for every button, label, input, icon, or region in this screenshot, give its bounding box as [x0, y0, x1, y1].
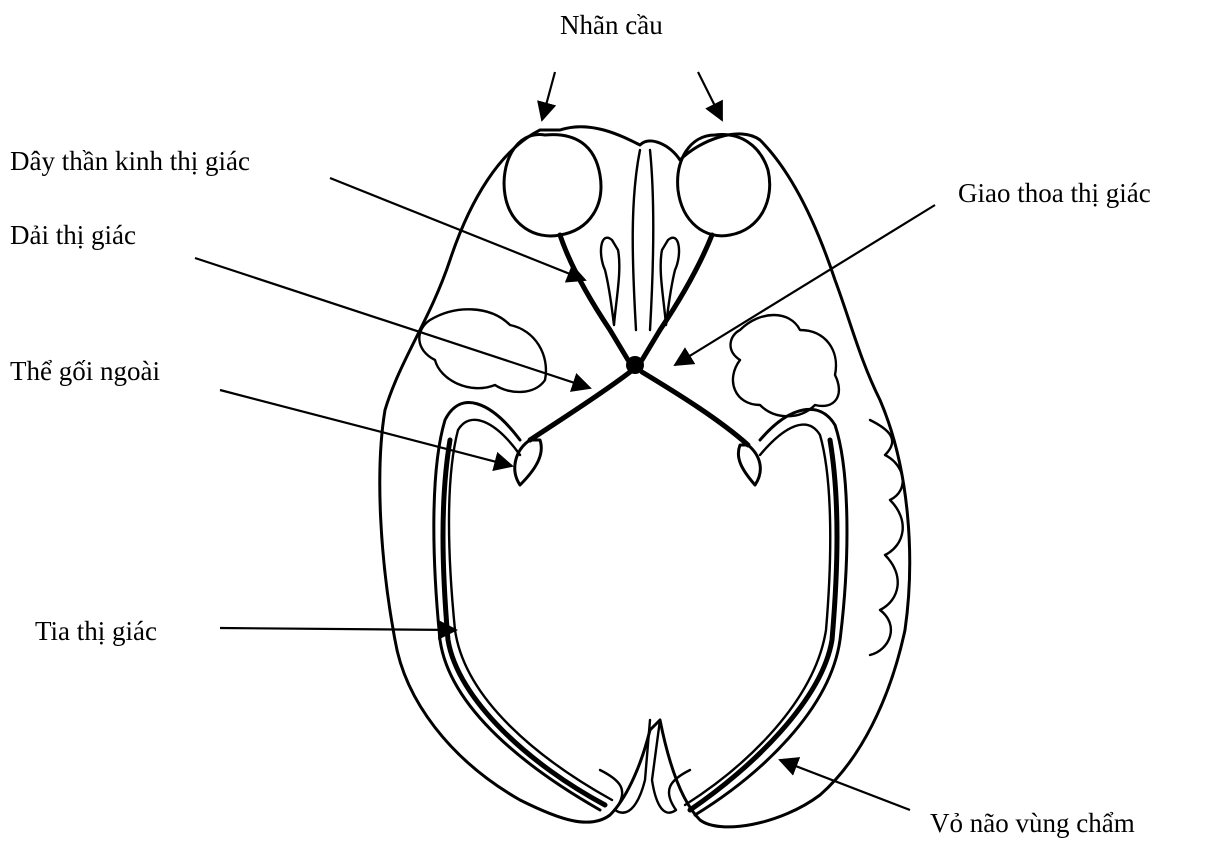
- optic-chiasm-leader: [675, 205, 935, 365]
- frontal-midline: [633, 150, 654, 330]
- lateral-geniculate-label: Thể gối ngoài: [10, 358, 160, 385]
- occipital-cortex-label: Vỏ não vùng chẩm: [930, 810, 1135, 837]
- optic-chiasm-label: Giao thoa thị giác: [958, 180, 1151, 207]
- optic-radiation-leader: [220, 628, 456, 630]
- left-optic-radiation-core: [443, 440, 605, 805]
- optic-tract-label: Dải thị giác: [10, 222, 136, 249]
- right-optic-radiation-core: [690, 440, 837, 810]
- eyeball-left-arrow: [542, 72, 555, 120]
- eyeball-right-arrow: [698, 72, 722, 120]
- right-temporal-lobe: [731, 315, 839, 416]
- left-optic-tract: [530, 372, 630, 440]
- left-optic-radiation: [434, 403, 600, 810]
- optic-radiation-label: Tia thị giác: [35, 618, 157, 645]
- left-optic-radiation-inner: [449, 420, 612, 800]
- left-olfactory-bulb: [601, 238, 619, 325]
- right-optic-radiation: [695, 409, 847, 815]
- left-eyeball: [504, 135, 601, 236]
- optic-nerve-label: Dây thần kinh thị giác: [10, 148, 250, 175]
- left-temporal-lobe: [419, 309, 546, 392]
- eyeballs-label: Nhãn cầu: [560, 12, 663, 39]
- left-lateral-geniculate: [515, 440, 542, 485]
- optic-tract-leader: [195, 258, 590, 388]
- brain-outline: [380, 127, 910, 827]
- right-lateral-geniculate: [738, 445, 760, 485]
- optic-nerve-leader: [330, 178, 585, 280]
